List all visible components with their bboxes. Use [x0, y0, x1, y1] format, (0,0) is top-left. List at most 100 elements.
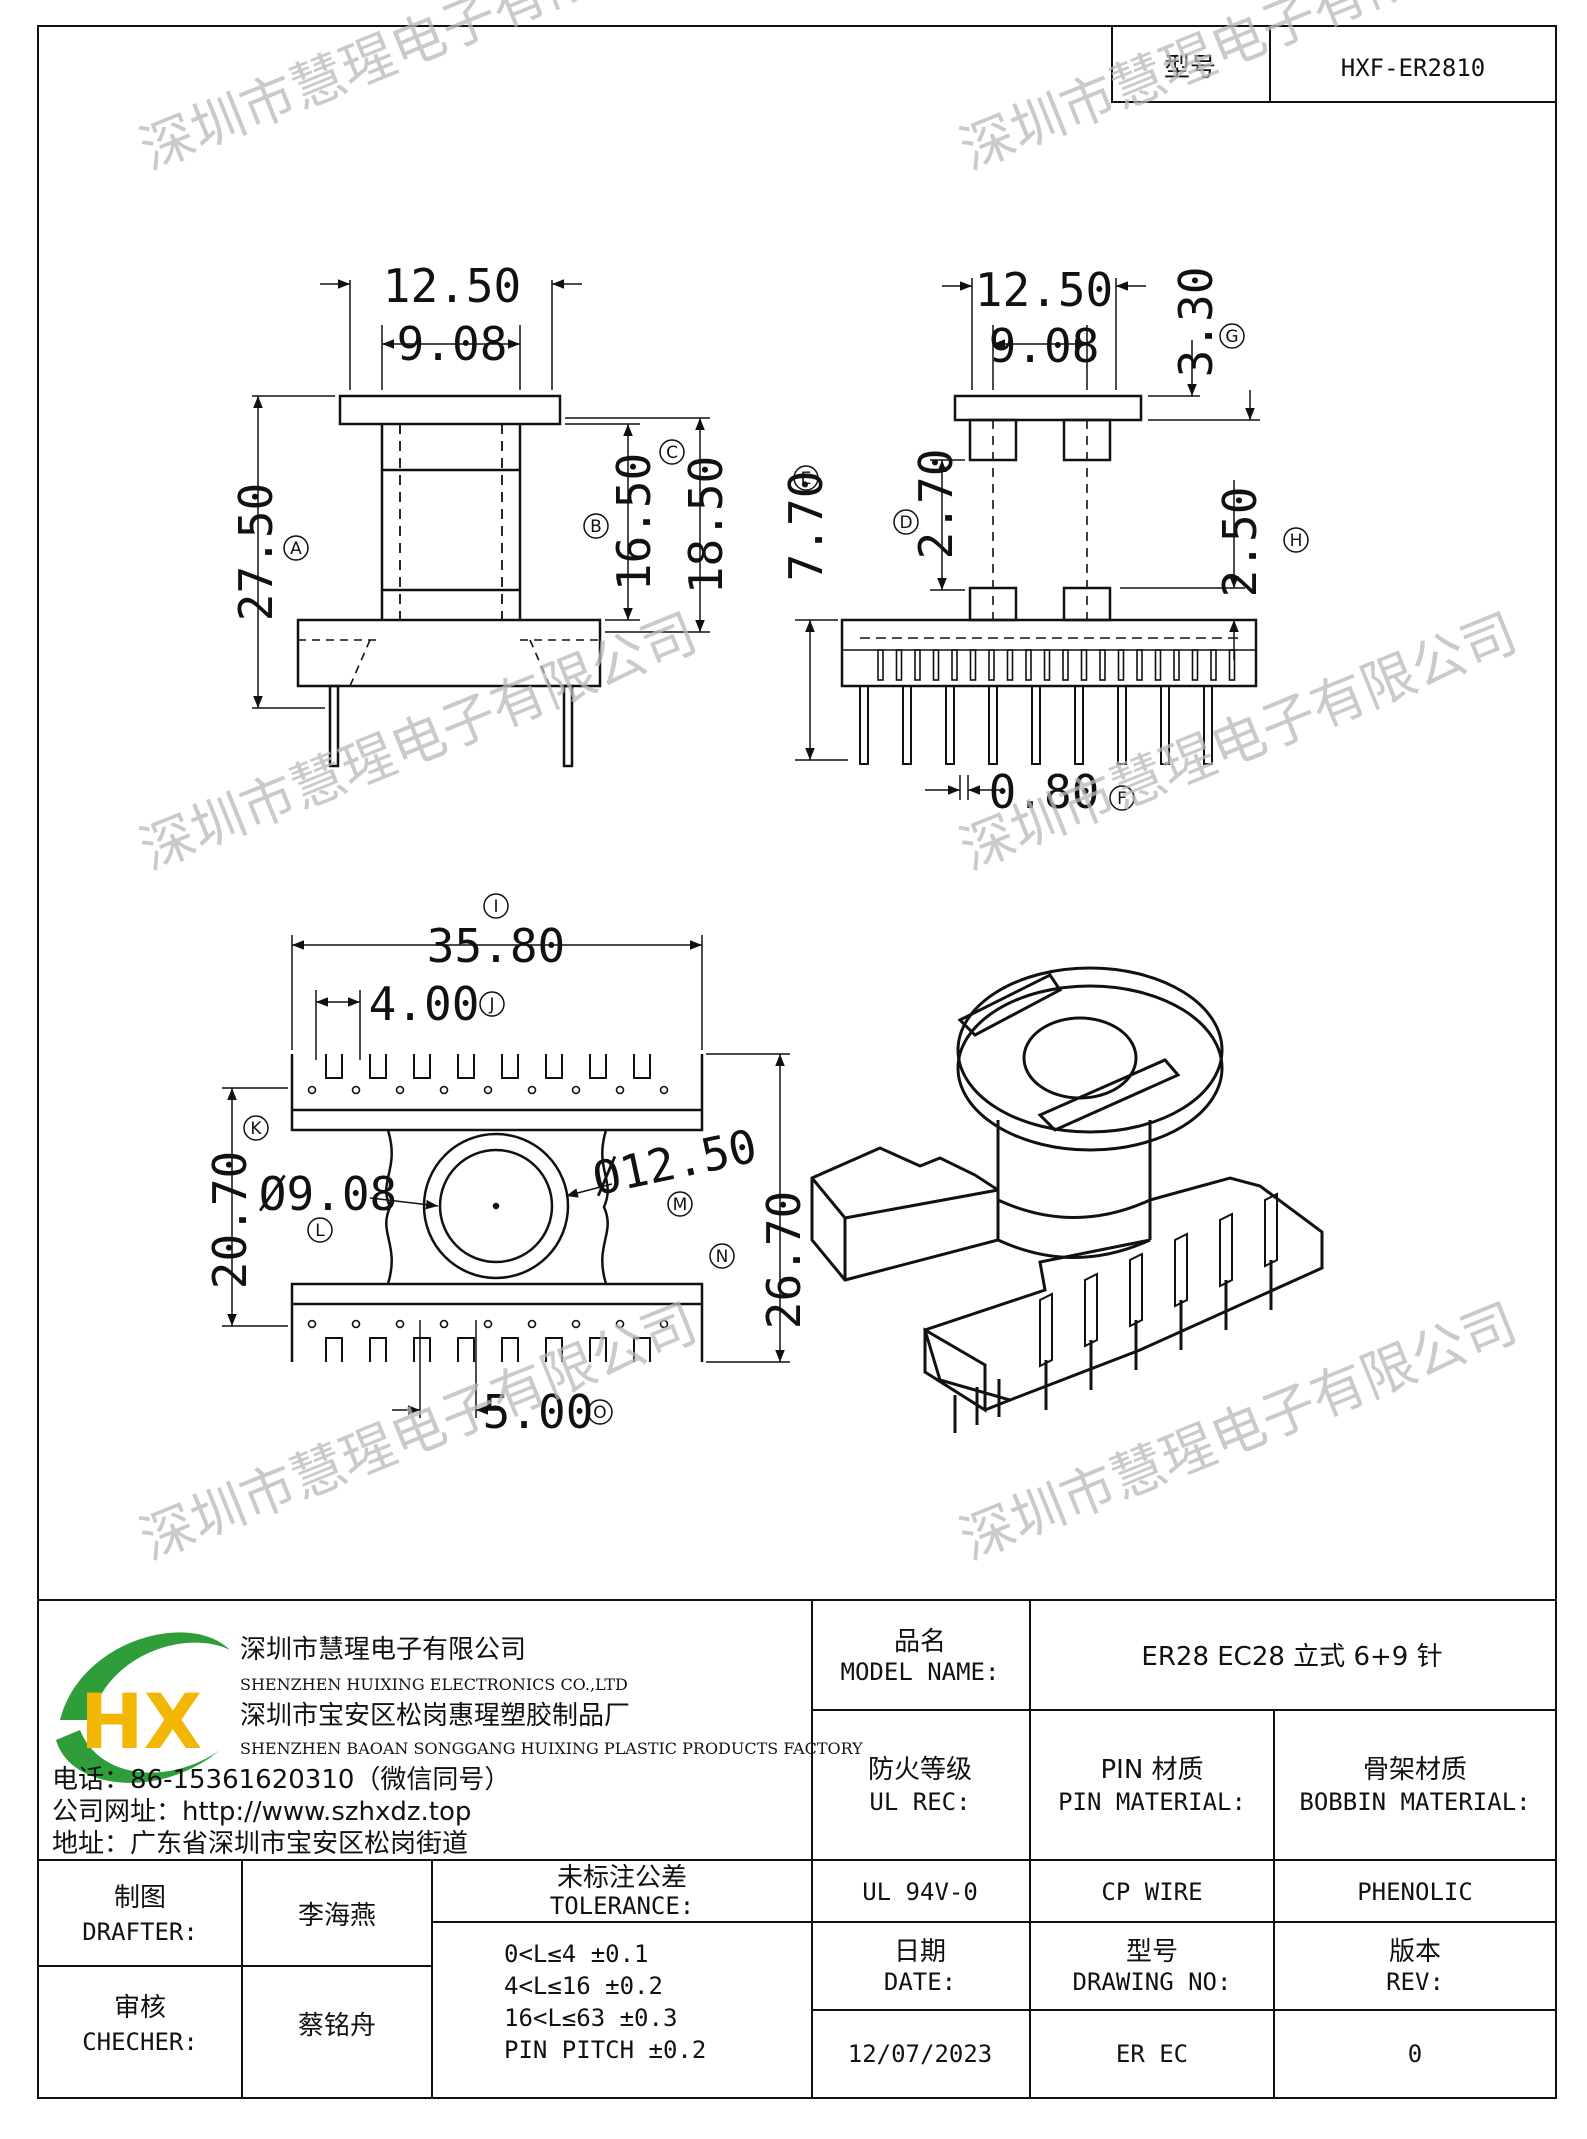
iso-pin-rib: [1039, 1292, 1053, 1368]
ul-value: UL 94V-0: [862, 1878, 978, 1906]
side-pin: [1074, 685, 1084, 765]
company-phone: 电话：86-15361620310（微信同号）: [52, 1765, 510, 1795]
dim-bottom-length-i: 35.80: [427, 919, 565, 973]
bobbin-label-en: BOBBIN MATERIAL:: [1299, 1788, 1530, 1816]
side-pin: [859, 685, 869, 765]
side-pin-comb: [1006, 649, 1014, 681]
side-pin-comb: [932, 649, 940, 681]
pin-hole: [351, 1319, 361, 1329]
dim-bottom-k: 20.70: [203, 1151, 257, 1289]
side-pin-comb: [1080, 649, 1088, 681]
isometric-view: [810, 966, 1324, 1413]
dim-side-flange-g: 3.30: [1169, 267, 1223, 378]
watermark-2: 深圳市慧瑆电子有限公司: [951, 0, 1525, 182]
tolerance-label-cn: 未标注公差: [557, 1863, 687, 1893]
model-name-label-cn: 品名: [894, 1627, 946, 1657]
pin-slot: [633, 1337, 651, 1362]
side-pin-comb: [951, 649, 958, 681]
date-value: 12/07/2023: [848, 2040, 993, 2068]
dim-bottom-n: 26.70: [757, 1191, 811, 1329]
side-pin: [945, 685, 955, 765]
header-model-value: HXF-ER2810: [1341, 54, 1486, 82]
pin-slot: [413, 1337, 431, 1362]
marker-f: F: [1109, 785, 1135, 811]
watermark-3: 深圳市慧瑆电子有限公司: [131, 601, 705, 882]
marker-k: K: [243, 1115, 269, 1141]
pin-label-cn: PIN 材质: [1100, 1755, 1203, 1785]
model-name-value: ER28 EC28 立式 6+9 针: [1141, 1642, 1442, 1672]
pin-slot: [457, 1337, 475, 1362]
dim-side-width-inner: 9.08: [989, 319, 1100, 373]
marker-l: L: [307, 1217, 333, 1243]
date-label-en: DATE:: [884, 1968, 956, 1996]
checker-name: 蔡铭舟: [298, 2011, 376, 2041]
pin-hole: [439, 1319, 449, 1329]
side-pin: [902, 685, 912, 765]
side-pin-comb: [1117, 649, 1125, 681]
pin-hole: [395, 1319, 405, 1329]
marker-j: J: [479, 991, 505, 1017]
watermark-4: 深圳市慧瑆电子有限公司: [951, 601, 1525, 882]
marker-n: N: [709, 1243, 735, 1269]
marker-o: O: [587, 1399, 613, 1425]
pin-slot: [325, 1054, 343, 1079]
rev-label-cn: 版本: [1389, 1937, 1441, 1967]
dim-front-width-outer: 12.50: [383, 259, 521, 313]
dim-front-height-a: 27.50: [229, 483, 283, 621]
factory-name-en: SHENZHEN BAOAN SONGGANG HUIXING PLASTIC …: [240, 1739, 863, 1758]
drafter-name: 李海燕: [298, 1901, 376, 1931]
marker-i: I: [483, 893, 509, 919]
side-pin-comb: [1025, 649, 1032, 681]
date-label-cn: 日期: [894, 1937, 946, 1967]
bottom-pin-slots: [307, 1054, 669, 1362]
pin-value: CP WIRE: [1101, 1878, 1202, 1906]
dim-front-height-c: 18.50: [679, 456, 733, 594]
pin-slot: [589, 1337, 607, 1362]
watermark-1: 深圳市慧瑆电子有限公司: [131, 0, 705, 182]
pin-slot: [457, 1054, 475, 1079]
pin-hole: [483, 1085, 493, 1095]
side-pin-comb: [1191, 649, 1199, 681]
pin-slot: [545, 1054, 563, 1079]
drafter-label-cn: 制图: [114, 1883, 166, 1913]
dim-front-height-b: 16.50: [607, 453, 661, 591]
bobbin-label-cn: 骨架材质: [1363, 1755, 1467, 1785]
side-pin-comb: [1043, 649, 1051, 681]
svg-text:O: O: [593, 1403, 606, 1423]
pin-slot: [325, 1337, 343, 1362]
drawing-no-label-en: DRAWING NO:: [1073, 1968, 1232, 1996]
side-pin: [1031, 685, 1041, 765]
svg-text:J: J: [488, 995, 494, 1015]
marker-g: G: [1219, 323, 1245, 349]
side-view-dims: [795, 278, 1260, 800]
front-view: [252, 279, 710, 768]
header-model-label: 型号: [1164, 53, 1216, 83]
drawing-border: [37, 25, 1557, 2099]
side-pin-comb: [914, 649, 921, 681]
isometric-pins: [953, 1192, 1278, 1433]
pin-slot: [501, 1337, 519, 1362]
side-view: [840, 394, 1258, 688]
svg-text:E: E: [801, 469, 812, 489]
svg-text:F: F: [1117, 789, 1127, 809]
side-pin-comb: [988, 649, 995, 681]
side-pin-comb: [1154, 649, 1162, 681]
watermarks: 深圳市慧瑆电子有限公司 深圳市慧瑆电子有限公司 深圳市慧瑆电子有限公司 深圳市慧…: [131, 0, 1525, 1572]
rev-label-en: REV:: [1386, 1968, 1444, 1996]
iso-pin-rib: [1174, 1232, 1188, 1308]
dim-side-width-outer: 12.50: [975, 263, 1113, 317]
drawing-no-value: ER EC: [1116, 2040, 1188, 2068]
side-pin: [1203, 685, 1213, 765]
dim-bottom-pitch-o: 5.00: [483, 1385, 594, 1439]
pin-slot: [633, 1054, 651, 1079]
dim-bottom-pitch-j: 4.00: [369, 977, 480, 1031]
ul-label-cn: 防火等级: [868, 1755, 972, 1785]
pin-hole: [483, 1319, 493, 1329]
pin-slot: [413, 1054, 431, 1079]
pin-label-en: PIN MATERIAL:: [1058, 1788, 1246, 1816]
company-name-cn: 深圳市慧瑆电子有限公司: [240, 1635, 526, 1665]
dim-side-e: 7.70: [779, 471, 833, 582]
pin-hole: [307, 1085, 317, 1095]
dim-side-h: 2.50: [1213, 487, 1267, 598]
